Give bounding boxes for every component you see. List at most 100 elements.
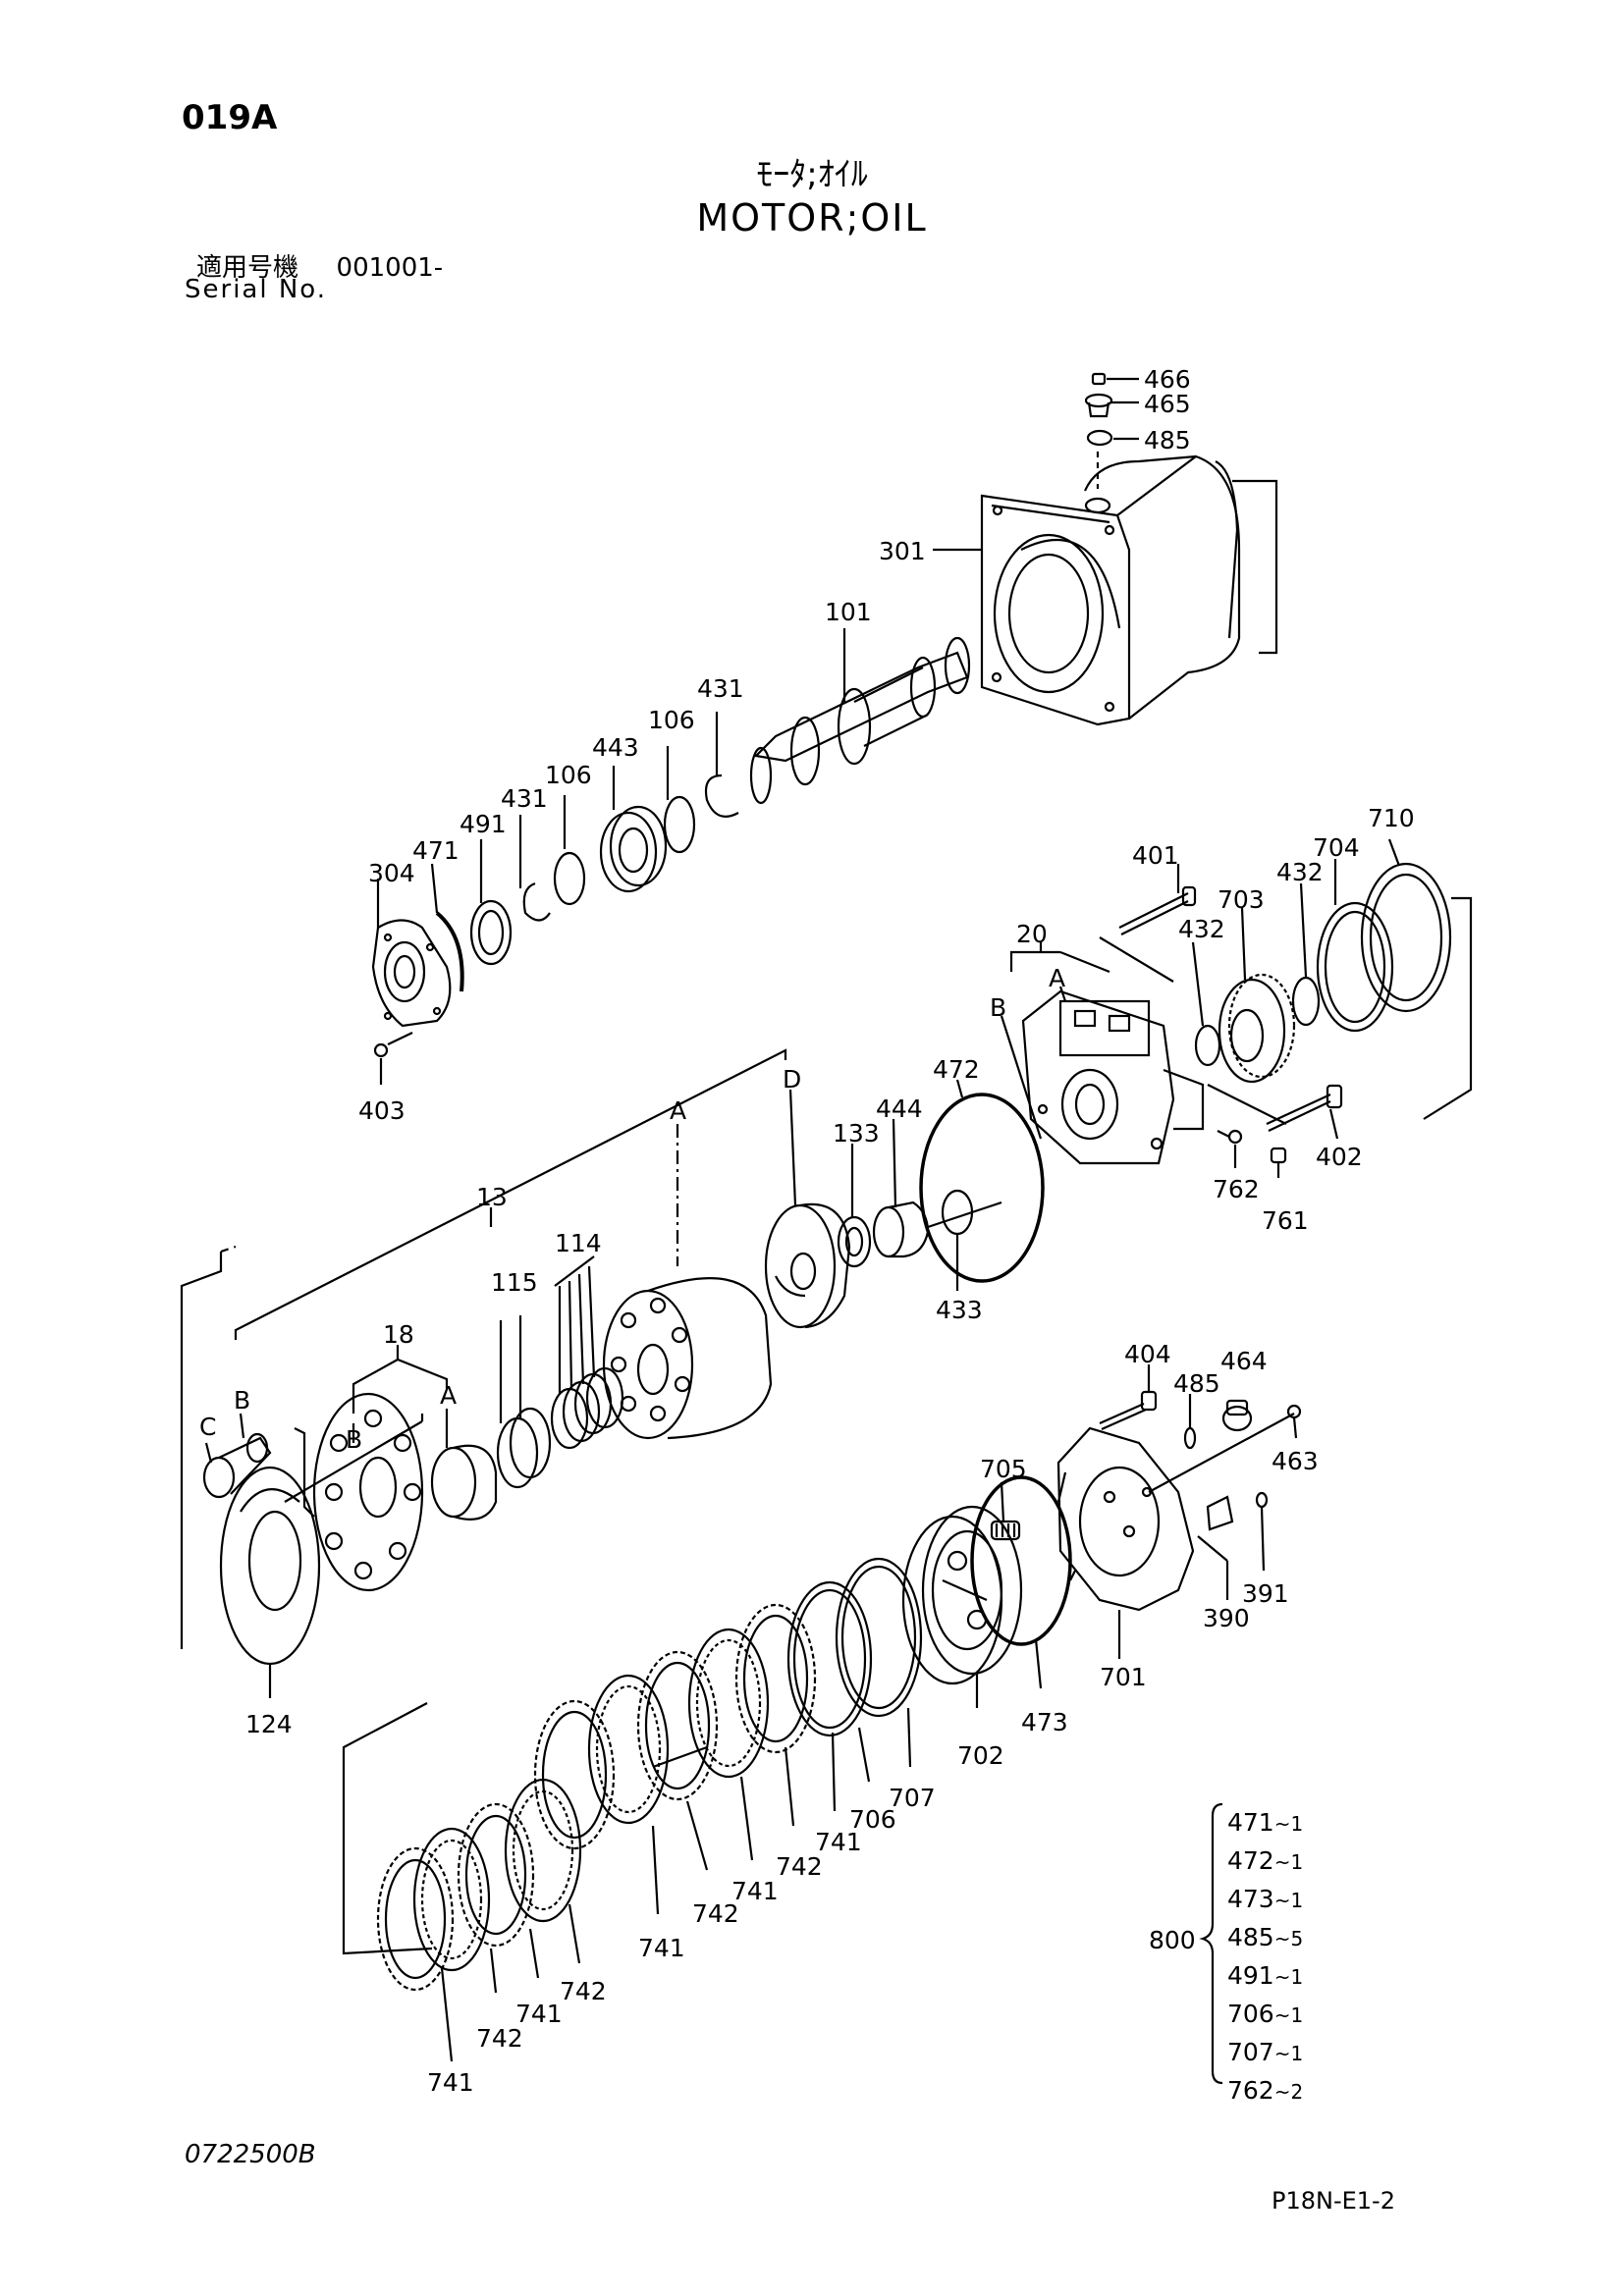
plate-742-a-drawing	[687, 1628, 770, 1779]
callout-703: 703	[1218, 885, 1265, 914]
kit-item-qty: ~2	[1273, 2080, 1304, 2104]
leader-pin-retainer	[294, 1427, 315, 1518]
letter-A-bush: A	[440, 1381, 457, 1410]
kit-item-qty: ~1	[1273, 2042, 1304, 2065]
leader-703	[1240, 907, 1247, 981]
plate-741-d-drawing	[457, 1802, 535, 1948]
leader-114	[558, 1265, 596, 1394]
callout-741-a: 741	[815, 1828, 862, 1856]
plate-742-d-drawing	[412, 1827, 491, 1972]
assembly-line-463	[1148, 1413, 1295, 1493]
callout-115: 115	[491, 1268, 538, 1297]
washer-433-drawing	[941, 1189, 974, 1236]
kit-item-qty: ~5	[1273, 1927, 1304, 1950]
leader-B2	[239, 1413, 245, 1439]
o-ring-471-drawing	[435, 911, 464, 992]
leader-A1	[1058, 986, 1067, 1002]
letter-A-valve-block: A	[1049, 964, 1065, 992]
bracket-plates-lower	[342, 1702, 433, 1955]
bracket-20-right	[1059, 950, 1110, 974]
callout-403: 403	[358, 1096, 406, 1125]
bracket-114	[554, 1255, 595, 1287]
bolt-403-drawing	[373, 1032, 413, 1058]
leader-742a	[784, 1746, 795, 1827]
bushing-444-drawing	[872, 1201, 930, 1258]
callout-466: 466	[1144, 365, 1191, 394]
ring-706-drawing	[786, 1580, 873, 1737]
callout-18: 18	[383, 1320, 414, 1349]
bracket-13	[234, 1048, 787, 1340]
cover-701-drawing	[1056, 1426, 1195, 1612]
kit-800-item: 491~1	[1227, 1957, 1522, 1996]
leader-741b	[739, 1776, 754, 1861]
bearing-133-drawing	[837, 1215, 872, 1268]
bracket-390-drawing	[1197, 1495, 1234, 1562]
callout-432-right: 432	[1276, 858, 1324, 886]
kit-item-qty: ~1	[1273, 1965, 1304, 1989]
plate-741-a-drawing	[734, 1603, 817, 1754]
callout-741-e: 741	[427, 2068, 474, 2097]
serial-label-jp-text: 適用号機	[196, 253, 299, 283]
leader-C	[204, 1442, 213, 1464]
kit-item-qty: ~1	[1273, 1850, 1304, 1874]
kit-item-part: 473	[1227, 1885, 1274, 1913]
callout-301: 301	[879, 537, 926, 565]
callout-742-a: 742	[776, 1852, 823, 1881]
kit-item-qty: ~1	[1273, 1889, 1304, 1912]
kit-800-item: 706~1	[1227, 1996, 1522, 2034]
callout-433: 433	[936, 1296, 983, 1324]
assembly-line-401	[1099, 936, 1174, 983]
callout-741-d: 741	[515, 2000, 563, 2028]
o-ring-472-drawing	[919, 1093, 1045, 1283]
kit-800-item: 762~2	[1227, 2072, 1522, 2110]
retainer-plate-drawing	[312, 1392, 424, 1592]
kit-item-part: 707	[1227, 2038, 1274, 2066]
cylinder-block-drawing	[602, 1277, 773, 1440]
assembly-line-plates	[652, 1745, 708, 1769]
valve-block-20-drawing	[1021, 989, 1205, 1165]
letter-C: C	[199, 1413, 216, 1441]
ring-707-drawing	[835, 1557, 923, 1718]
callout-485-lower: 485	[1173, 1369, 1220, 1398]
plug-464-drawing	[1221, 1399, 1253, 1432]
gear-703-drawing	[1218, 973, 1296, 1084]
kit-800-item: 471~1	[1227, 1804, 1522, 1842]
callout-106-lower: 106	[545, 761, 592, 789]
callout-463: 463	[1272, 1447, 1319, 1475]
leader-741d	[528, 1928, 540, 1979]
serial-number: 001001-	[336, 253, 444, 283]
kit-800-item: 472~1	[1227, 1842, 1522, 1881]
callout-432-left: 432	[1178, 915, 1225, 943]
leader-444	[892, 1118, 897, 1208]
assembly-line-433	[927, 1201, 1002, 1229]
kit-item-qty: ~1	[1273, 1812, 1304, 1836]
leader-471	[430, 863, 439, 914]
callout-443: 443	[592, 733, 639, 762]
callout-710: 710	[1368, 804, 1415, 832]
callout-704: 704	[1313, 833, 1360, 862]
leader-742c	[568, 1903, 581, 1964]
kit-item-part: 471	[1227, 1808, 1274, 1837]
callout-491: 491	[460, 810, 507, 838]
kit-item-part: 491	[1227, 1961, 1274, 1990]
leader-705	[1000, 1481, 1005, 1522]
callout-402: 402	[1316, 1143, 1363, 1171]
snap-ring-432-left-drawing	[1194, 1024, 1221, 1067]
center-pin-drawing	[202, 1432, 272, 1499]
callout-741-c: 741	[638, 1934, 685, 1962]
spherical-bush-drawing	[430, 1444, 498, 1521]
bearing-443-drawing	[599, 805, 668, 893]
title-japanese: ﾓｰﾀ;ｵｲﾙ	[756, 155, 868, 194]
page-number: P18N-E1-2	[1272, 2187, 1395, 2215]
kit-800-item: 473~1	[1227, 1881, 1522, 1919]
leader-741a	[831, 1732, 837, 1812]
callout-101: 101	[825, 598, 872, 626]
leader-D	[788, 1089, 797, 1206]
plug-463-drawing	[1286, 1404, 1302, 1439]
callout-20: 20	[1016, 920, 1048, 948]
kit-item-part: 706	[1227, 2000, 1274, 2028]
callout-401: 401	[1132, 841, 1179, 870]
springs-114-drawing	[550, 1366, 624, 1450]
leader-B1	[1000, 1015, 1043, 1140]
